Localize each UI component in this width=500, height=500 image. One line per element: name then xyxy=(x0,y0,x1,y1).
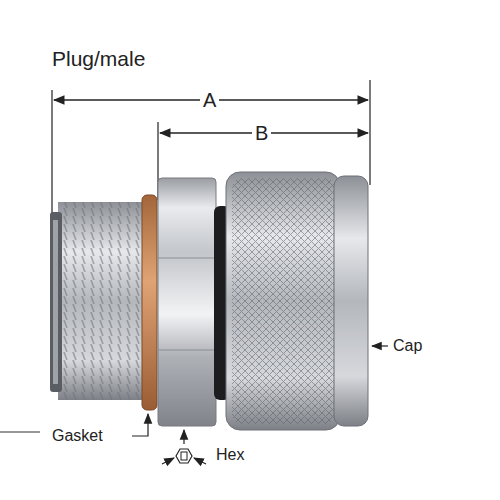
dimension-label: B xyxy=(252,123,271,143)
extension-line xyxy=(369,80,370,185)
dimension-label: A xyxy=(200,90,219,110)
title: Plug/male xyxy=(52,48,145,69)
end-face xyxy=(50,212,62,392)
threaded-body xyxy=(58,202,148,400)
part-label: Cap xyxy=(393,338,422,354)
stray-line xyxy=(0,431,40,432)
hex-nut xyxy=(158,178,216,426)
leader-line xyxy=(183,430,184,444)
cap-front xyxy=(334,176,368,426)
part-label: Gasket xyxy=(52,428,103,444)
knurled-cap xyxy=(226,172,340,430)
part-label: Hex xyxy=(216,447,244,463)
hex-symbol xyxy=(162,449,206,464)
extension-line xyxy=(51,90,52,218)
leader-line xyxy=(132,414,148,436)
gasket xyxy=(142,195,157,410)
leader-line xyxy=(372,345,388,346)
